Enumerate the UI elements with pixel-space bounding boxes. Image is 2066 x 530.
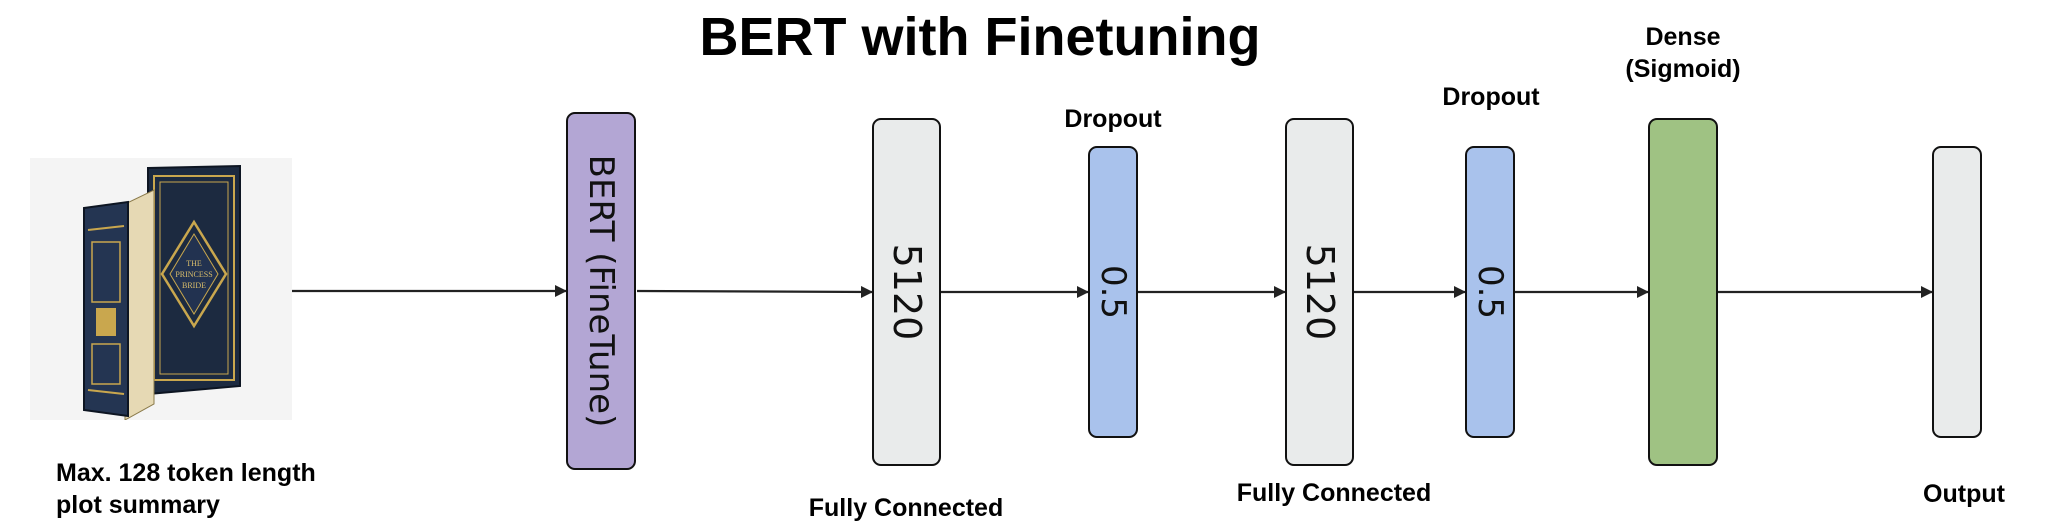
dense-label-line-1: Dense bbox=[1645, 23, 1721, 51]
book-illustration: THE PRINCESS BRIDE bbox=[30, 158, 292, 420]
book-lettering-3: BRIDE bbox=[182, 281, 206, 290]
output-label: Output bbox=[1923, 480, 2005, 508]
fc2-label: Fully Connected bbox=[1236, 479, 1432, 507]
arrow-bert-to-fc1 bbox=[636, 285, 873, 298]
diagram-title: BERT with Finetuning bbox=[699, 7, 1261, 67]
dropout1-rate-text: 0.5 bbox=[1093, 264, 1133, 320]
book-lettering-1: THE bbox=[186, 259, 202, 268]
fully-connected-block-2: 5120 bbox=[1285, 118, 1354, 466]
fully-connected-block-1: 5120 bbox=[872, 118, 941, 466]
fc2-units-text: 5120 bbox=[1297, 243, 1342, 341]
dropout2-label: Dropout bbox=[1442, 83, 1540, 111]
input-caption-line-1: Max. 128 token length bbox=[56, 459, 316, 487]
bert-block-text: BERT (FineTune) bbox=[581, 154, 621, 428]
bert-finetune-block: BERT (FineTune) bbox=[566, 112, 636, 470]
fc1-units-text: 5120 bbox=[884, 243, 929, 341]
dense-sigmoid-block bbox=[1648, 118, 1718, 466]
dropout1-label: Dropout bbox=[1064, 105, 1162, 133]
input-caption-line-2: plot summary bbox=[56, 491, 220, 519]
output-block bbox=[1932, 146, 1982, 438]
dropout2-rate-text: 0.5 bbox=[1470, 264, 1510, 320]
fc1-label: Fully Connected bbox=[808, 494, 1004, 522]
dropout-block-2: 0.5 bbox=[1465, 146, 1515, 438]
book-lettering-2: PRINCESS bbox=[175, 270, 212, 279]
dropout-block-1: 0.5 bbox=[1088, 146, 1138, 438]
dense-label-line-2: (Sigmoid) bbox=[1625, 55, 1741, 83]
